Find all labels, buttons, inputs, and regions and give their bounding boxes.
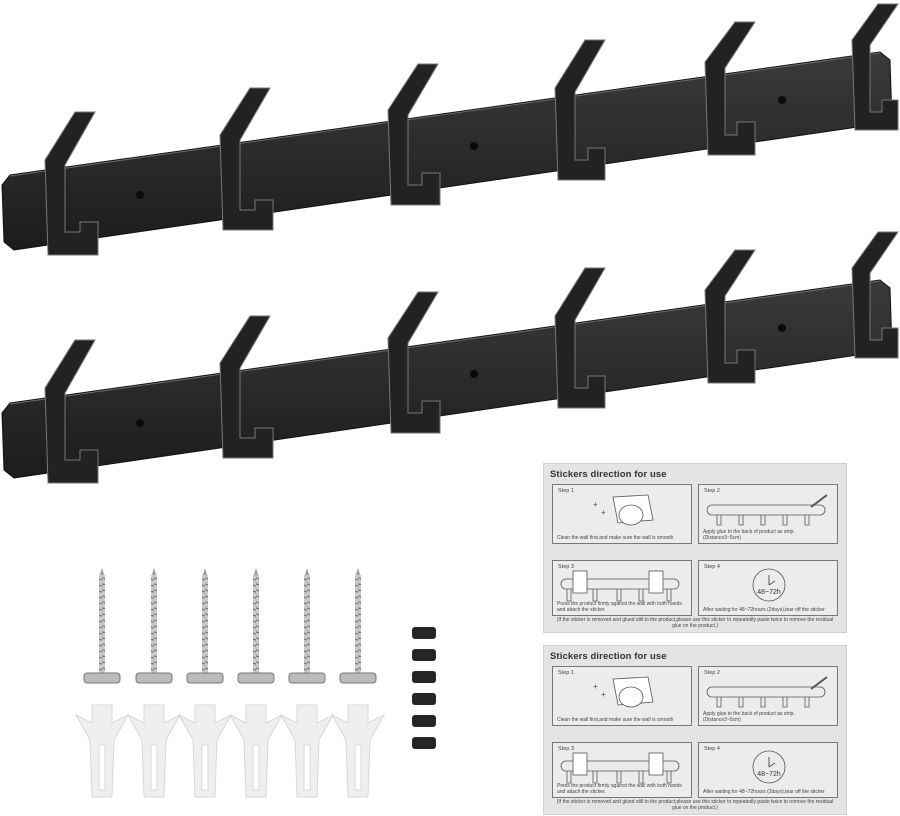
step-label: Step 2 bbox=[704, 488, 720, 494]
mounting-hardware bbox=[70, 565, 450, 815]
step-label: Step 3 bbox=[558, 746, 574, 752]
screws bbox=[83, 568, 377, 684]
clock-icon: 48~72h bbox=[752, 568, 786, 602]
step-label: Step 1 bbox=[558, 488, 574, 494]
coat-rack-illustration bbox=[1, 231, 899, 484]
apply-glue-icon bbox=[706, 494, 828, 526]
step-2-panel: Step 2 Apply glue to the back of product… bbox=[698, 484, 838, 544]
step-caption: Press the product firmly against the wal… bbox=[557, 601, 682, 613]
wipe-hand-icon: ++ bbox=[593, 676, 654, 708]
step-label: Step 1 bbox=[558, 670, 574, 676]
step-1-panel: Step 1 ++ Clean the wall first,and make … bbox=[552, 484, 692, 544]
step-3-panel: Step 3 Press the product firmly against … bbox=[552, 742, 692, 798]
wall-anchors bbox=[74, 704, 386, 798]
step-3-panel: Step 3 Press the product firmly against … bbox=[552, 560, 692, 616]
step-label: Step 4 bbox=[704, 746, 720, 752]
step-caption: Press the product firmly against the wal… bbox=[557, 783, 682, 795]
step-caption: After waiting for 48~72hours (2days),tea… bbox=[703, 607, 825, 613]
step-caption: Clean the wall first,and make sure the w… bbox=[557, 535, 674, 541]
coat-rack-bottom bbox=[0, 228, 900, 488]
step-caption: Clean the wall first,and make sure the w… bbox=[557, 717, 674, 723]
card-title: Stickers direction for use bbox=[550, 651, 667, 662]
svg-text:+: + bbox=[593, 500, 598, 509]
step-label: Step 3 bbox=[558, 564, 574, 570]
sticker-instruction-card-1: Stickers direction for use Step 1 ++ Cle… bbox=[543, 463, 847, 633]
residual-glue-note: (If the sticker is removed and glued sti… bbox=[556, 799, 834, 811]
step-caption: Apply glue to the back of product as str… bbox=[703, 529, 795, 541]
wipe-hand-icon: ++ bbox=[593, 494, 654, 526]
step-4-panel: Step 4 48~72h After waiting for 48~72hou… bbox=[698, 560, 838, 616]
step-2-panel: Step 2 Apply glue to the back of product… bbox=[698, 666, 838, 726]
step-4-panel: Step 4 48~72h After waiting for 48~72hou… bbox=[698, 742, 838, 798]
svg-text:48~72h: 48~72h bbox=[757, 589, 781, 596]
coat-rack-illustration bbox=[1, 3, 899, 256]
screw-caps bbox=[412, 627, 436, 749]
card-title: Stickers direction for use bbox=[550, 469, 667, 480]
svg-text:+: + bbox=[593, 682, 598, 691]
coat-rack-top bbox=[0, 0, 900, 260]
svg-text:48~72h: 48~72h bbox=[757, 771, 781, 778]
step-caption: After waiting for 48~72hours (2days),tea… bbox=[703, 789, 825, 795]
svg-text:+: + bbox=[601, 508, 606, 517]
residual-glue-note: (If the sticker is removed and glued sti… bbox=[556, 617, 834, 629]
screws-anchors-caps-illustration bbox=[74, 568, 436, 798]
sticker-instruction-card-2: Stickers direction for use Step 1 ++ Cle… bbox=[543, 645, 847, 815]
apply-glue-icon bbox=[706, 676, 828, 708]
step-label: Step 2 bbox=[704, 670, 720, 676]
clock-icon: 48~72h bbox=[752, 750, 786, 784]
press-rack-icon bbox=[560, 570, 680, 602]
step-caption: Apply glue to the back of product as str… bbox=[703, 711, 795, 723]
step-1-panel: Step 1 ++ Clean the wall first,and make … bbox=[552, 666, 692, 726]
press-rack-icon bbox=[560, 752, 680, 784]
svg-text:+: + bbox=[601, 690, 606, 699]
step-label: Step 4 bbox=[704, 564, 720, 570]
